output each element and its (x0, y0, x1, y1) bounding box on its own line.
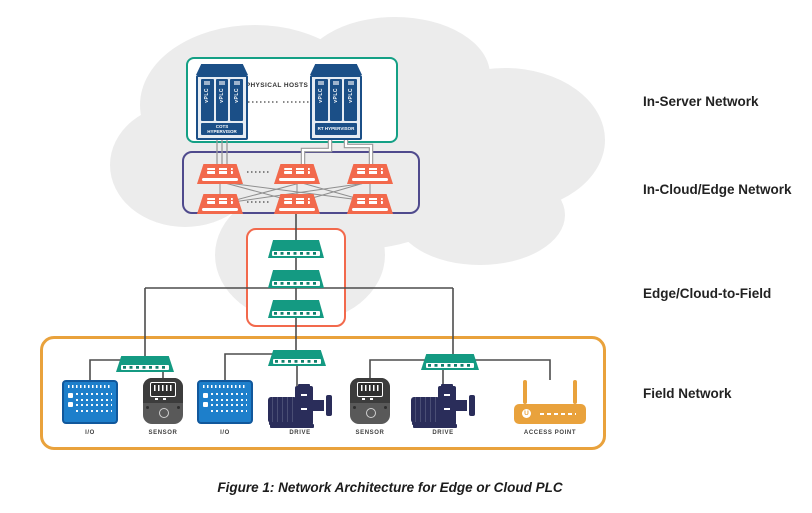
vent-icon (219, 81, 225, 85)
field-switch-icon (268, 350, 326, 366)
vent-icon (333, 81, 339, 85)
vplc-blade: vPLC (215, 79, 229, 121)
cloud-switch-icon (347, 194, 393, 214)
device-label-sensor: SENSOR (355, 430, 385, 436)
vent-icon (318, 81, 325, 85)
field-switch-icon (421, 354, 479, 370)
vplc-blade: vPLC (344, 79, 358, 121)
layer-label-in-server: In-Server Network (643, 94, 759, 109)
vplc-blade: vPLC (201, 79, 214, 121)
cloud-switch-icon (274, 194, 320, 214)
vplc-blade: vPLC (315, 79, 328, 121)
cloud-switch-icon (197, 194, 243, 214)
hypervisor-label: RT HYPERVISOR (315, 123, 357, 135)
server-body: vPLC vPLC vPLC COTS HYPERVISOR (196, 75, 248, 140)
device-label-sensor: SENSOR (148, 430, 178, 436)
layer-label-edge-cloud-to-field: Edge/Cloud-to-Field (643, 286, 772, 301)
vent-icon (347, 81, 354, 85)
io-device-icon (197, 380, 253, 424)
server-rt-hypervisor: vPLC vPLC vPLC RT HYPERVISOR (310, 64, 362, 140)
server-body: vPLC vPLC vPLC RT HYPERVISOR (310, 75, 362, 140)
sensor-device-icon (143, 378, 183, 424)
figure-caption: Figure 1: Network Architecture for Edge … (217, 480, 563, 495)
layer-label-in-cloud-edge: In-Cloud/Edge Network (643, 182, 792, 197)
vent-icon (204, 81, 211, 85)
edge-switch-icon (268, 300, 324, 318)
layer-label-field: Field Network (643, 386, 732, 401)
server-top-panel (196, 64, 248, 75)
field-network-box (40, 336, 606, 450)
drive-device-icon (411, 384, 475, 428)
io-device-icon (62, 380, 118, 424)
drive-device-icon (268, 384, 332, 428)
sensor-device-icon (350, 378, 390, 424)
edge-switch-icon (268, 240, 324, 258)
device-label-drive: DRIVE (432, 430, 454, 436)
server-cots-hypervisor: vPLC vPLC vPLC COTS HYPERVISOR (196, 64, 248, 140)
vplc-blade: vPLC (230, 79, 244, 121)
server-top-panel (310, 64, 362, 75)
device-label-access-point: ACCESS POINT (523, 430, 577, 436)
device-label-drive: DRIVE (289, 430, 311, 436)
device-label-io: I/O (85, 430, 95, 436)
field-switch-icon (116, 356, 174, 372)
device-label-io: I/O (220, 430, 230, 436)
edge-switch-icon (268, 270, 324, 288)
cloud-switch-icon (197, 164, 243, 184)
hypervisor-label: COTS HYPERVISOR (201, 123, 243, 135)
vplc-blade: vPLC (329, 79, 343, 121)
cloud-switch-icon (274, 164, 320, 184)
cloud-switch-icon (347, 164, 393, 184)
vent-icon (233, 81, 240, 85)
access-point-icon: U (514, 380, 586, 428)
